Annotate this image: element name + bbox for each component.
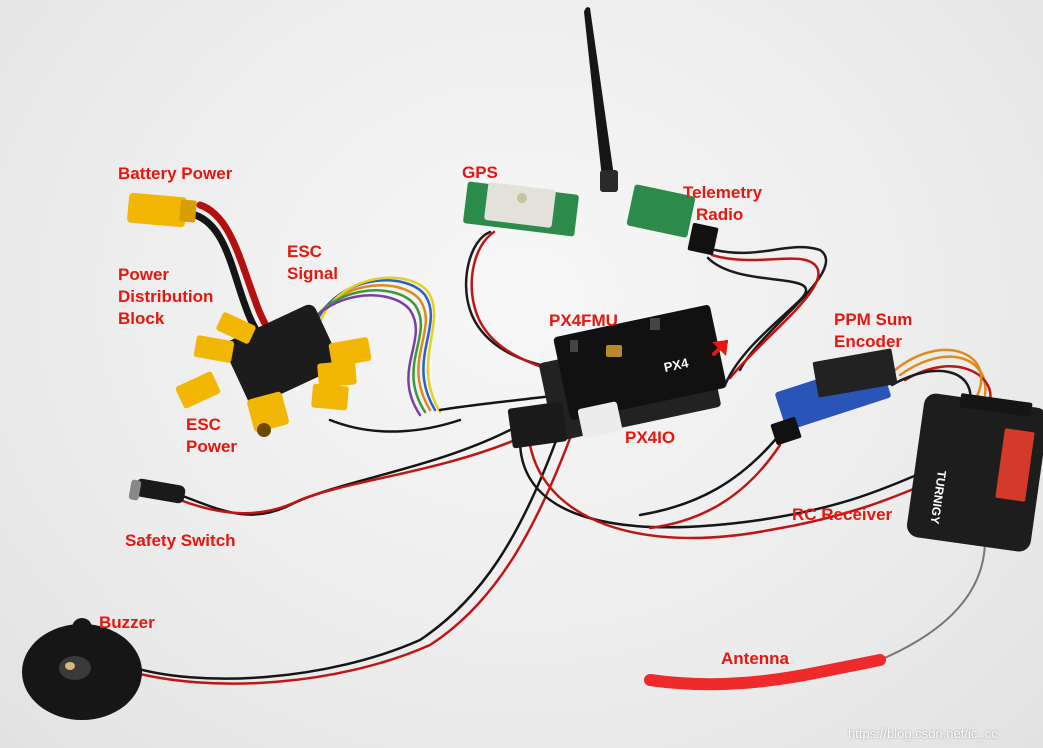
label-px4fmu: PX4FMU [549,311,618,330]
label-telemetry-radio-line1: Telemetry [683,183,763,202]
label-px4io: PX4IO [625,428,676,447]
label-rc-receiver: RC Receiver [792,505,893,524]
label-esc-signal-line2: Signal [287,264,339,283]
label-esc-power-line1: ESC [186,415,221,434]
gps-module [463,181,579,237]
label-telemetry-radio-line2: Radio [696,205,744,224]
px4-board-marking: PX4 [663,355,691,375]
label-battery-power: Battery Power [118,164,233,183]
ppm-encoder [770,348,898,445]
label-ppm-sum-encoder-line1: PPM Sum [834,310,913,329]
label-power-distribution-line3: Block [118,309,165,328]
label-ppm-sum-encoder-line2: Encoder [834,332,903,351]
label-gps: GPS [462,163,498,182]
label-power-distribution-line1: Power [118,265,170,284]
power-distribution-block [175,304,372,437]
label-buzzer: Buzzer [99,613,155,632]
px4-flight-controller: PX4 [507,305,727,449]
label-esc-signal-line1: ESC [287,242,322,261]
label-safety-switch: Safety Switch [125,531,236,550]
battery-connector [127,192,197,228]
label-antenna: Antenna [721,649,789,668]
rc-receiver: TURNIGY [906,393,1043,552]
telemetry-radio [626,184,719,256]
label-esc-power-line2: Power [186,437,238,456]
watermark-text: https://blog.csdn.net/ic_cc [848,726,998,741]
buzzer [22,618,142,720]
label-power-distribution-line2: Distribution [118,287,214,306]
wiring [123,201,992,685]
telemetry-antenna [584,7,618,192]
receiver-antenna [644,654,886,691]
safety-switch [128,478,186,504]
red-arrow-marker [712,340,728,356]
